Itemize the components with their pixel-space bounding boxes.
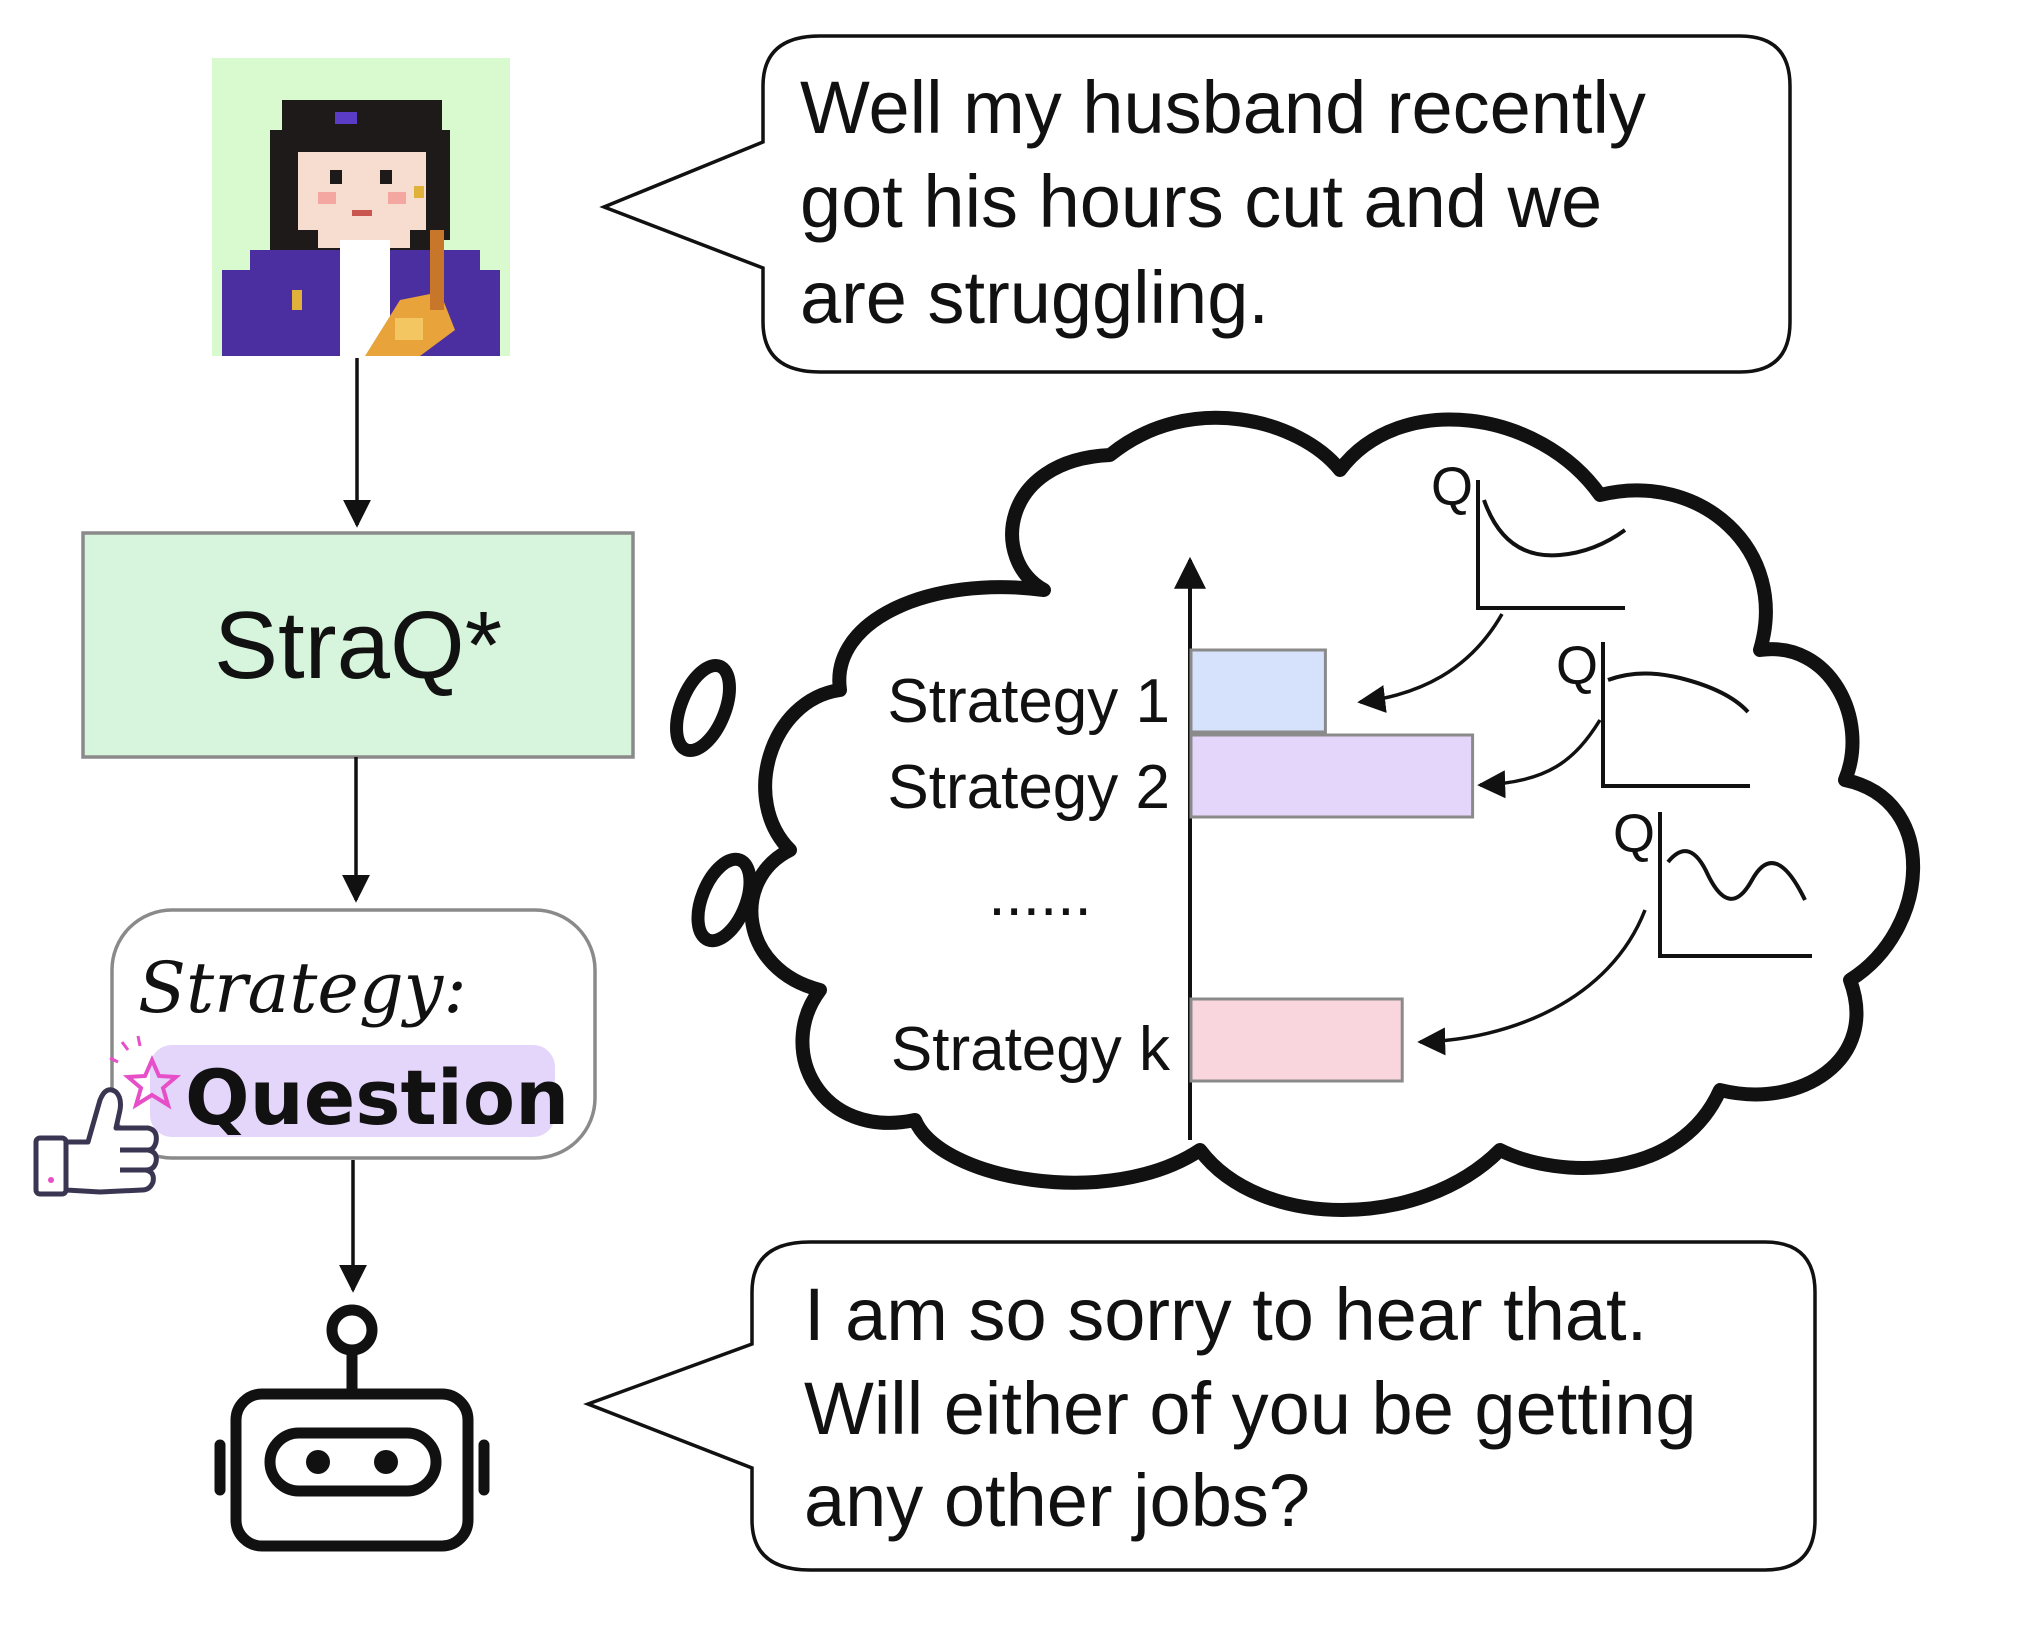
model-box xyxy=(81,531,635,759)
thumbs-up-icon xyxy=(33,1087,159,1197)
selected-strategy-value: Question xyxy=(185,1053,569,1142)
bot-reply-line-3: any other jobs? xyxy=(804,1459,1310,1542)
strategy-label-2: Strategy 2 xyxy=(887,753,1170,822)
strategy-label-k: Strategy k xyxy=(891,1015,1171,1084)
q-plot-1-arrow xyxy=(1357,613,1504,713)
bot-speech-bubble xyxy=(583,1240,1817,1572)
sparkle-icon xyxy=(109,1035,182,1110)
strategy-bar-k xyxy=(1189,997,1404,1083)
strategy-ellipsis: ...... xyxy=(988,860,1091,929)
q-plot-3 xyxy=(1658,812,1812,958)
user-speech-bubble xyxy=(599,34,1792,374)
q-plot-1 xyxy=(1476,480,1627,610)
thought-bubble-dot-2 xyxy=(691,852,757,948)
q-plot-2-arrow xyxy=(1477,719,1602,799)
q-plot-3-label: Q xyxy=(1613,804,1655,864)
selected-strategy-highlight xyxy=(150,1045,555,1137)
user-avatar xyxy=(212,58,510,356)
q-plot-2-label: Q xyxy=(1556,636,1598,696)
strategy-bar-2 xyxy=(1189,733,1475,819)
bot-reply-line-1: I am so sorry to hear that. xyxy=(804,1273,1647,1356)
thought-bubble-dot-1 xyxy=(670,658,736,758)
q-plot-2 xyxy=(1601,642,1750,788)
q-plot-3-arrow xyxy=(1417,909,1647,1056)
user-utterance-line-3: are struggling. xyxy=(800,256,1269,339)
robot-eye-right xyxy=(374,1450,398,1474)
robot-icon xyxy=(214,1304,490,1552)
q-plot-1-label: Q xyxy=(1431,457,1473,517)
bot-reply-line-2: Will either of you be getting xyxy=(804,1367,1697,1450)
selected-strategy-label: Strategy: xyxy=(138,947,467,1029)
q-value-chart xyxy=(1174,556,1475,1140)
user-utterance-line-2: got his hours cut and we xyxy=(800,160,1602,243)
model-name: StraQ* xyxy=(214,592,502,699)
strategy-label-1: Strategy 1 xyxy=(887,667,1170,736)
robot-eye-left xyxy=(306,1450,330,1474)
strategy-bar-1 xyxy=(1189,648,1327,734)
user-utterance-line-1: Well my husband recently xyxy=(800,66,1646,149)
